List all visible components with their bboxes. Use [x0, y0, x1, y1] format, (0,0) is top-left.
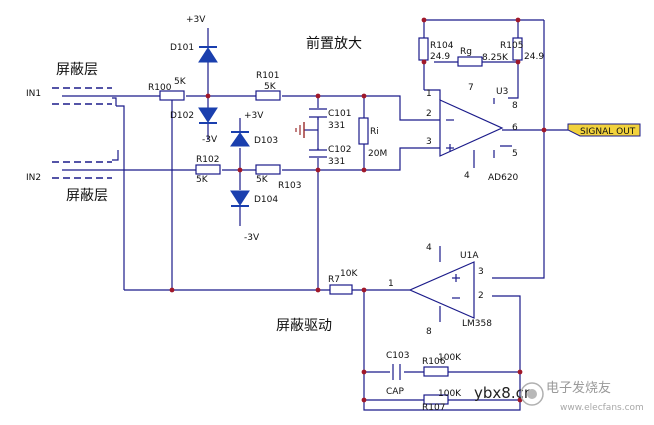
resistor-r7-name: R7 — [328, 275, 340, 285]
resistor-rg-value: 8.25K — [482, 53, 509, 63]
ad620-pin3: 3 — [426, 137, 432, 147]
resistor-r103 — [255, 164, 281, 175]
resistor-r104-name: R104 — [430, 41, 454, 51]
diode-d101-label: D101 — [170, 43, 194, 53]
shield-label-bottom: 屏蔽层 — [66, 188, 108, 204]
diodes — [198, 46, 250, 207]
labels: 前置放大 屏蔽驱动 屏蔽层 屏蔽层 IN1 IN2 +3V -3V +3V -3… — [26, 15, 544, 413]
resistor-r100-name: R100 — [148, 83, 172, 93]
watermark-url: www.elecfans.com — [560, 403, 644, 413]
capacitor-c102-value: 331 — [328, 157, 345, 167]
resistor-r102-name: R102 — [196, 155, 219, 165]
capacitor-c103-value: CAP — [386, 387, 404, 397]
ad620-part: AD620 — [488, 173, 519, 183]
capacitor-c102-name: C102 — [328, 145, 351, 155]
resistor-ri-value: 20M — [368, 149, 387, 159]
resistor-r100 — [159, 90, 185, 101]
lm358-pin8: 8 — [426, 327, 432, 337]
resistor-r102-value: 5K — [196, 175, 209, 185]
resistor-r103-value: 5K — [256, 175, 269, 185]
resistor-rg — [457, 56, 483, 67]
amplifier-ad620 — [439, 99, 504, 157]
resistor-r102 — [195, 164, 221, 175]
capacitor-c102 — [309, 149, 327, 158]
diode-d103-label: D103 — [254, 136, 278, 146]
capacitor-c101 — [309, 108, 327, 118]
diode-d104-label: D104 — [254, 195, 278, 205]
diode-d102-label: D102 — [170, 111, 194, 121]
resistor-r103-name: R103 — [278, 181, 301, 191]
capacitors — [309, 108, 401, 380]
input-in1-label: IN1 — [26, 89, 41, 99]
lm358-pin1: 1 — [388, 279, 394, 289]
resistor-rg-name: Rg — [460, 47, 472, 57]
capacitor-c103-name: C103 — [386, 351, 409, 361]
shield-drive-title: 屏蔽驱动 — [276, 318, 332, 334]
lm358-pin3: 3 — [478, 267, 484, 277]
capacitor-c101-name: C101 — [328, 109, 351, 119]
ad620-pin4: 4 — [464, 171, 470, 181]
resistor-r101-name: R101 — [256, 71, 279, 81]
diode-d101-icon — [198, 46, 218, 63]
resistor-r101 — [255, 90, 281, 101]
resistor-r100-value: 5K — [174, 77, 187, 87]
watermark-site: ybx8.cn — [474, 384, 533, 402]
supply-d104-label: -3V — [244, 233, 260, 243]
lm358-part: LM358 — [462, 319, 492, 329]
supply-d101-label: +3V — [186, 15, 206, 25]
amplifier-lm358 — [408, 261, 475, 319]
resistor-r104-value: 24.9 — [430, 52, 450, 62]
ad620-pin1: 1 — [426, 89, 432, 99]
diode-d103-icon — [230, 131, 250, 147]
resistor-r107-value: 100K — [438, 389, 462, 399]
resistor-r106-value: 100K — [438, 353, 462, 363]
diode-d104-icon — [230, 190, 250, 207]
preamp-title: 前置放大 — [306, 35, 362, 52]
resistor-ri-name: Ri — [370, 127, 379, 137]
signal-out-tag: SIGNAL OUT — [567, 123, 641, 137]
ad620-pin2: 2 — [426, 109, 432, 119]
signal-out-label: SIGNAL OUT — [580, 127, 636, 137]
shield-cables — [52, 87, 112, 179]
ad620-pin7: 7 — [468, 83, 474, 93]
resistor-r107-name: R107 — [422, 403, 445, 413]
supply-d103-label: +3V — [244, 111, 264, 121]
resistor-r101-value: 5K — [264, 82, 277, 92]
resistor-r104 — [418, 37, 429, 61]
lm358-pin4: 4 — [426, 243, 432, 253]
ad620-pin8: 8 — [512, 101, 518, 111]
ad620-pin6: 6 — [512, 123, 518, 133]
resistor-r106-name: R106 — [422, 357, 446, 367]
ad620-ref: U3 — [496, 87, 508, 97]
resistor-r7-value: 10K — [340, 269, 358, 279]
resistor-r107 — [423, 394, 449, 405]
resistor-r106 — [423, 366, 449, 377]
watermark-brand: 电子发烧友 — [546, 380, 611, 396]
capacitor-c103 — [392, 364, 401, 380]
lm358-pin2: 2 — [478, 291, 484, 301]
junction-dots — [169, 17, 547, 403]
supply-d102-label: -3V — [202, 135, 218, 145]
resistor-r7 — [329, 284, 353, 295]
ground-icon — [295, 122, 305, 138]
shield-label-top: 屏蔽层 — [56, 62, 98, 78]
lm358-ref: U1A — [460, 251, 479, 261]
ad620-pin5: 5 — [512, 149, 518, 159]
resistor-r105-value: 24.9 — [524, 52, 544, 62]
capacitor-c101-value: 331 — [328, 121, 345, 131]
diode-d102-icon — [198, 107, 218, 124]
input-in2-label: IN2 — [26, 173, 41, 183]
wires — [62, 19, 568, 411]
watermark: ybx8.cn 电子发烧友 www.elecfans.com — [474, 380, 644, 413]
resistor-r105-name: R105 — [500, 41, 523, 51]
resistor-ri — [358, 117, 369, 145]
watermark-logo-icon — [520, 382, 544, 406]
